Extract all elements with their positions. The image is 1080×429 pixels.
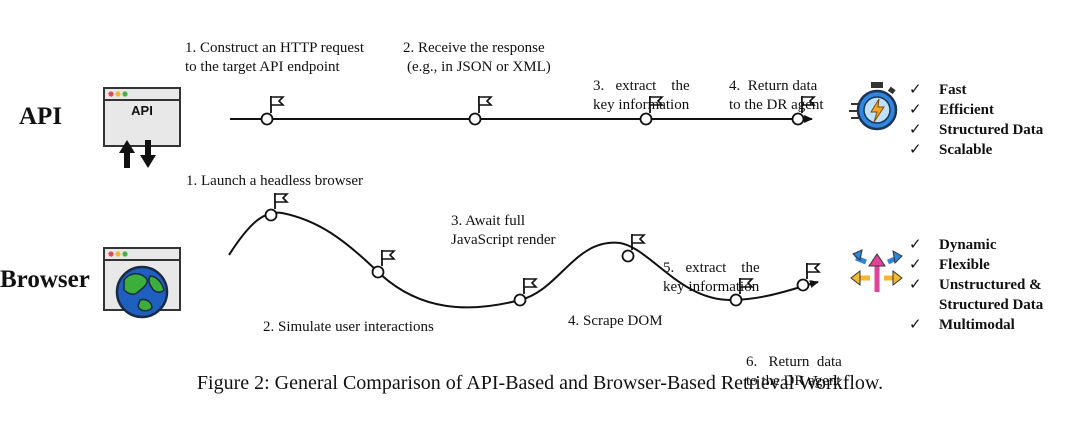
- check-icon: ✓: [909, 237, 922, 253]
- workflow-diagram: API Browser API 1. Construct an HTTP req…: [0, 40, 1043, 394]
- api-feature-item: ✓Scalable: [909, 142, 993, 158]
- check-icon: ✓: [909, 102, 922, 118]
- flag-icon: [806, 263, 821, 279]
- row-label-api: API: [19, 103, 63, 130]
- browser-node-5: [729, 278, 754, 307]
- browser-step-2-label: 2. Simulate user interactions: [263, 319, 434, 335]
- browser-node-1: [264, 193, 289, 222]
- flag-icon: [381, 250, 396, 266]
- stopwatch-lightning-icon: [849, 82, 898, 131]
- flag-icon: [631, 234, 646, 250]
- row-label-browser: Browser: [0, 266, 90, 293]
- browser-step-1-label: 1. Launch a headless browser: [186, 173, 364, 189]
- api-window-text: API: [131, 103, 153, 118]
- api-step-2-label: 2. Receive the response(e.g., in JSON or…: [403, 40, 551, 75]
- flag-icon: [649, 96, 664, 113]
- browser-feature-item: ✓Unstructured &: [909, 277, 1042, 293]
- check-icon: ✓: [909, 82, 922, 98]
- flag-icon: [739, 278, 754, 294]
- flag-icon: [801, 96, 816, 113]
- api-node-1: [260, 96, 285, 126]
- flag-icon: [274, 193, 289, 209]
- browser-step-4-label: 4. Scrape DOM: [568, 313, 663, 329]
- diagram-graphics: [103, 82, 903, 319]
- browser-node-4: [621, 234, 646, 263]
- up-down-arrows-icon: [119, 140, 156, 168]
- globe-icon: [115, 265, 169, 319]
- browser-feature-list: ✓Dynamic ✓Flexible ✓Unstructured & Struc…: [909, 235, 1043, 335]
- api-node-3: [639, 96, 664, 126]
- check-icon: ✓: [909, 317, 922, 333]
- browser-feature-item: ✓Flexible: [909, 257, 990, 273]
- browser-node-2: [371, 250, 396, 279]
- split-arrows-icon: [850, 249, 903, 292]
- check-icon: ✓: [909, 277, 922, 293]
- api-node-4: [791, 96, 816, 126]
- api-feature-item: ✓Efficient: [909, 102, 994, 118]
- check-icon: ✓: [909, 142, 922, 158]
- browser-node-6: [796, 263, 821, 292]
- browser-window-icon: [103, 87, 181, 147]
- api-feature-item: ✓Fast: [909, 82, 967, 98]
- flag-icon: [270, 96, 285, 113]
- browser-feature-item: ✓Dynamic: [909, 237, 997, 253]
- api-feature-list: ✓Fast ✓Efficient ✓Structured Data ✓Scala…: [909, 80, 1043, 160]
- figure-caption: Figure 2: General Comparison of API-Base…: [196, 372, 884, 394]
- flag-icon: [478, 96, 493, 113]
- browser-feature-item: ✓Multimodal: [909, 317, 1015, 333]
- api-node-2: [468, 96, 493, 126]
- browser-feature-item: Structured Data: [939, 297, 1044, 313]
- flag-icon: [523, 278, 538, 294]
- api-feature-item: ✓Structured Data: [909, 122, 1044, 138]
- check-icon: ✓: [909, 122, 922, 138]
- check-icon: ✓: [909, 257, 922, 273]
- browser-node-3: [513, 278, 538, 307]
